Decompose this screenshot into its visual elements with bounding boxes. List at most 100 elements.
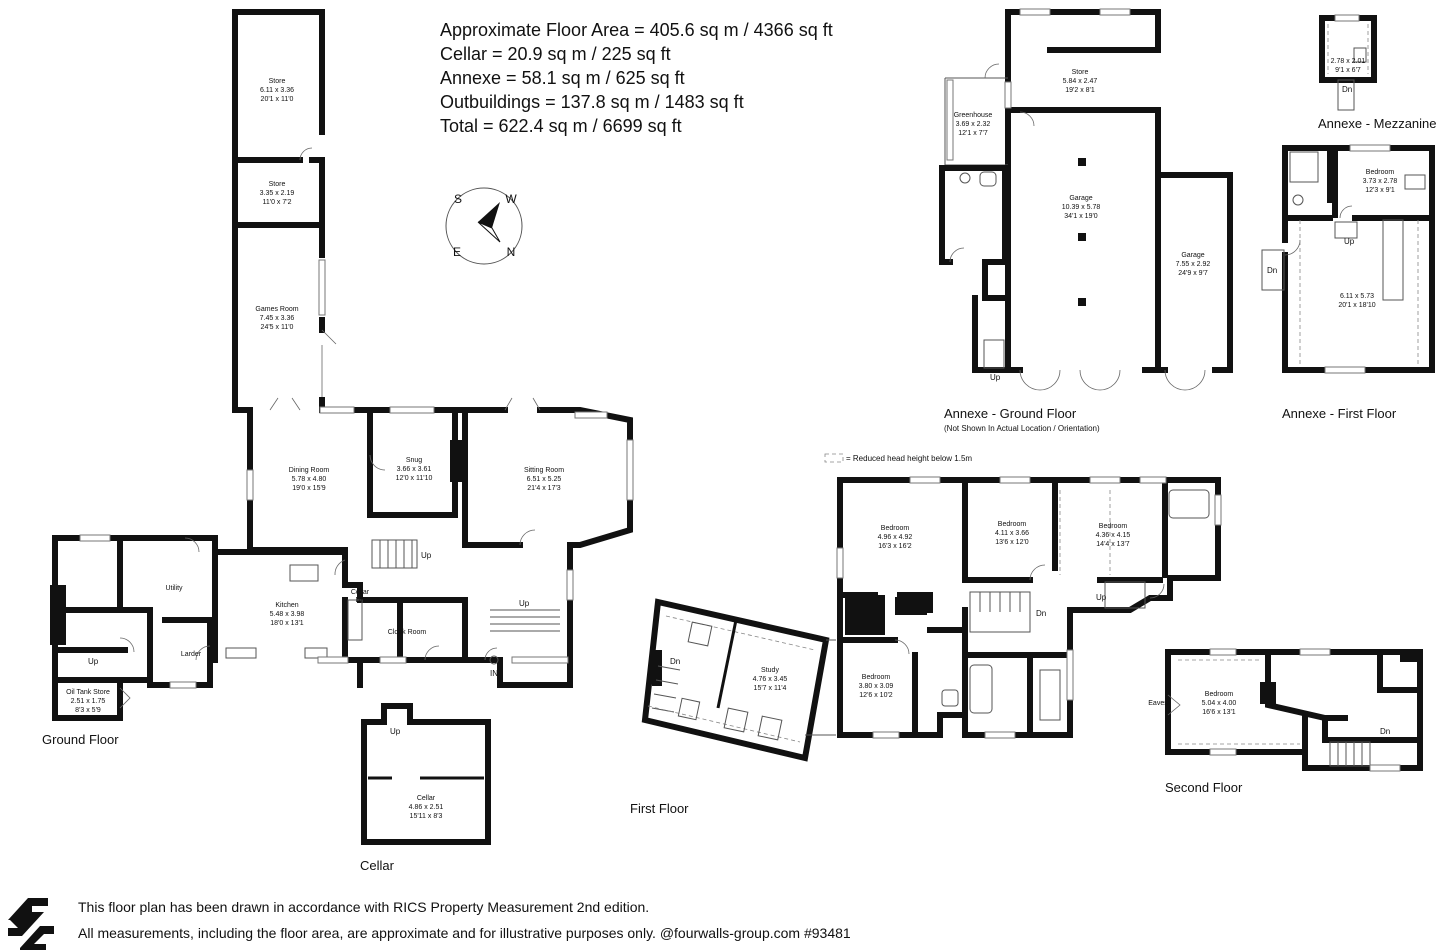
store3-name: Store bbox=[1072, 69, 1089, 76]
bedroom4-imperial: 12'6 x 10'2 bbox=[859, 692, 893, 699]
sitting-room-imperial: 21'4 x 17'3 bbox=[527, 485, 561, 492]
cellar-name: Cellar bbox=[417, 795, 436, 802]
second-stair-dn-label: Dn bbox=[1380, 727, 1390, 736]
dining-room-imperial: 19'0 x 15'9 bbox=[292, 485, 326, 492]
bedroom3-imperial: 14'4 x 13'7 bbox=[1096, 541, 1130, 548]
larder-name: Larder bbox=[181, 651, 202, 658]
store1-imperial: 20'1 x 11'0 bbox=[261, 96, 294, 103]
annexe-bedroom-name: Bedroom bbox=[1366, 169, 1395, 176]
store2-imperial: 11'0 x 7'2 bbox=[262, 199, 291, 206]
area-line-annexe: Annexe = 58.1 sq m / 625 sq ft bbox=[440, 68, 685, 88]
footer-rics-statement: This floor plan has been drawn in accord… bbox=[78, 899, 649, 915]
first-stair-dn-label: Dn bbox=[1036, 609, 1046, 618]
bedroom4-name: Bedroom bbox=[862, 674, 891, 681]
second-floor-title: Second Floor bbox=[1165, 780, 1243, 795]
bedroom3-name: Bedroom bbox=[1099, 523, 1128, 530]
garage1-name: Garage bbox=[1069, 195, 1092, 202]
oil-tank-store-name: Oil Tank Store bbox=[66, 689, 110, 696]
compass-icon: S W E N bbox=[445, 187, 523, 265]
bedroom5-name: Bedroom bbox=[1205, 691, 1234, 698]
area-line-outbuildings: Outbuildings = 137.8 sq m / 1483 sq ft bbox=[440, 92, 744, 112]
annexe-bedroom-imperial: 12'3 x 9'1 bbox=[1365, 187, 1395, 194]
ground-floor-labels: Store 6.11 x 3.36 20'1 x 11'0 Store 3.35… bbox=[42, 78, 564, 747]
annexe-ground-note: (Not Shown In Actual Location / Orientat… bbox=[944, 424, 1100, 433]
fourwalls-logo-icon bbox=[8, 898, 54, 950]
annexe-main-imperial: 20'1 x 18'10 bbox=[1338, 302, 1375, 309]
cellar-plan: Up Cellar 4.86 x 2.51 15'11 x 8'3 Cellar bbox=[360, 703, 491, 873]
games-room-name: Games Room bbox=[255, 306, 298, 313]
store3-metric: 5.84 x 2.47 bbox=[1063, 78, 1098, 85]
cloak-room-name: Cloak Room bbox=[388, 629, 427, 636]
mezzanine-stair-dn-label: Dn bbox=[1342, 85, 1352, 94]
garage1-metric: 10.39 x 5.78 bbox=[1062, 204, 1101, 211]
kitchen-name: Kitchen bbox=[275, 602, 298, 609]
annexe-first-floor-plan: Dn Up Bedroom 3.73 x 2.78 12'3 x 9'1 6.1… bbox=[1261, 144, 1435, 421]
store3-imperial: 19'2 x 8'1 bbox=[1065, 87, 1095, 94]
dining-room-name: Dining Room bbox=[289, 467, 330, 474]
compass-s: S bbox=[454, 192, 462, 206]
bedroom5-imperial: 16'6 x 13'1 bbox=[1202, 709, 1236, 716]
sitting-room-name: Sitting Room bbox=[524, 467, 564, 474]
bedroom2-name: Bedroom bbox=[998, 521, 1027, 528]
annexe-stair-up-label: Up bbox=[990, 373, 1001, 382]
sitting-room-metric: 6.51 x 5.25 bbox=[527, 476, 562, 483]
annexe-first-stair-dn-label: Dn bbox=[1267, 266, 1277, 275]
second-floor-plan: Dn Eaves Bedroom 5.04 x 4.00 16'6 x 13'1… bbox=[1148, 648, 1423, 795]
bedroom3-metric: 4.36 x 4.15 bbox=[1096, 532, 1131, 539]
cellar-stair-label: Cellar bbox=[351, 589, 370, 596]
study-name: Study bbox=[761, 667, 779, 674]
annexe-ground-floor-plan: Up Greenhouse 3.69 x 2.32 12'1 x 7'7 Sto… bbox=[939, 8, 1233, 433]
landing-stair-up-label: Up bbox=[1096, 593, 1107, 602]
compass-n: N bbox=[507, 245, 516, 259]
annexe-mezzanine-plan: 2.78 x 2.01 9'1 x 6'7 Dn Annexe - Mezzan… bbox=[1318, 14, 1437, 131]
snug-imperial: 12'0 x 11'10 bbox=[396, 475, 433, 482]
garage2-imperial: 24'9 x 9'7 bbox=[1178, 270, 1208, 277]
garage1-imperial: 34'1 x 19'0 bbox=[1064, 213, 1098, 220]
annexe-first-title: Annexe - First Floor bbox=[1282, 406, 1397, 421]
area-summary: Approximate Floor Area = 405.6 sq m / 43… bbox=[440, 20, 833, 136]
bedroom2-metric: 4.11 x 3.66 bbox=[995, 530, 1029, 537]
greenhouse-imperial: 12'1 x 7'7 bbox=[958, 130, 988, 137]
back-stair-up-label: Up bbox=[88, 657, 99, 666]
oil-tank-store-imperial: 8'3 x 5'9 bbox=[75, 707, 101, 714]
cellar-title: Cellar bbox=[360, 858, 395, 873]
garage2-name: Garage bbox=[1181, 252, 1204, 259]
annexe-ground-title: Annexe - Ground Floor bbox=[944, 406, 1077, 421]
cellar-stair-up-label: Up bbox=[390, 727, 401, 736]
bedroom5-metric: 5.04 x 4.00 bbox=[1202, 700, 1237, 707]
mezzanine-metric: 2.78 x 2.01 bbox=[1331, 58, 1366, 65]
store2-metric: 3.35 x 2.19 bbox=[260, 190, 295, 197]
games-room-metric: 7.45 x 3.36 bbox=[260, 315, 295, 322]
bedroom1-imperial: 16'3 x 16'2 bbox=[878, 543, 912, 550]
ground-floor-plan: Up Up IN Cellar Dn bbox=[50, 9, 634, 721]
study-imperial: 15'7 x 11'4 bbox=[754, 685, 787, 692]
compass-e: E bbox=[453, 245, 461, 259]
cellar-metric: 4.86 x 2.51 bbox=[409, 804, 444, 811]
annexe-main-metric: 6.11 x 5.73 bbox=[1340, 293, 1374, 300]
bedroom4-metric: 3.80 x 3.09 bbox=[859, 683, 894, 690]
oil-tank-store-metric: 2.51 x 1.75 bbox=[71, 698, 106, 705]
study-metric: 4.76 x 3.45 bbox=[753, 676, 788, 683]
kitchen-imperial: 18'0 x 13'1 bbox=[270, 620, 304, 627]
utility-name: Utility bbox=[165, 585, 183, 592]
eaves-label: Eaves bbox=[1148, 700, 1168, 707]
bedroom1-name: Bedroom bbox=[881, 525, 910, 532]
store1-name: Store bbox=[269, 78, 286, 85]
entrance-in-label: IN bbox=[490, 669, 498, 678]
study-stair-dn-label: Dn bbox=[670, 657, 680, 666]
compass-w: W bbox=[505, 192, 517, 206]
area-line-total-floor: Approximate Floor Area = 405.6 sq m / 43… bbox=[440, 20, 833, 40]
dining-room-metric: 5.78 x 4.80 bbox=[292, 476, 327, 483]
head-height-legend: = Reduced head height below 1.5m bbox=[824, 453, 972, 463]
bedroom1-metric: 4.96 x 4.92 bbox=[878, 534, 913, 541]
greenhouse-name: Greenhouse bbox=[954, 112, 993, 119]
garage2-metric: 7.55 x 2.92 bbox=[1176, 261, 1211, 268]
games-room-imperial: 24'5 x 11'0 bbox=[261, 324, 294, 331]
store1-metric: 6.11 x 3.36 bbox=[260, 87, 294, 94]
annexe-bedroom-metric: 3.73 x 2.78 bbox=[1363, 178, 1398, 185]
hall-stair-up-label: Up bbox=[519, 599, 530, 608]
annexe-mezzanine-title: Annexe - Mezzanine bbox=[1318, 116, 1437, 131]
snug-metric: 3.66 x 3.61 bbox=[397, 466, 432, 473]
annexe-first-stair-up-label: Up bbox=[1344, 237, 1355, 246]
